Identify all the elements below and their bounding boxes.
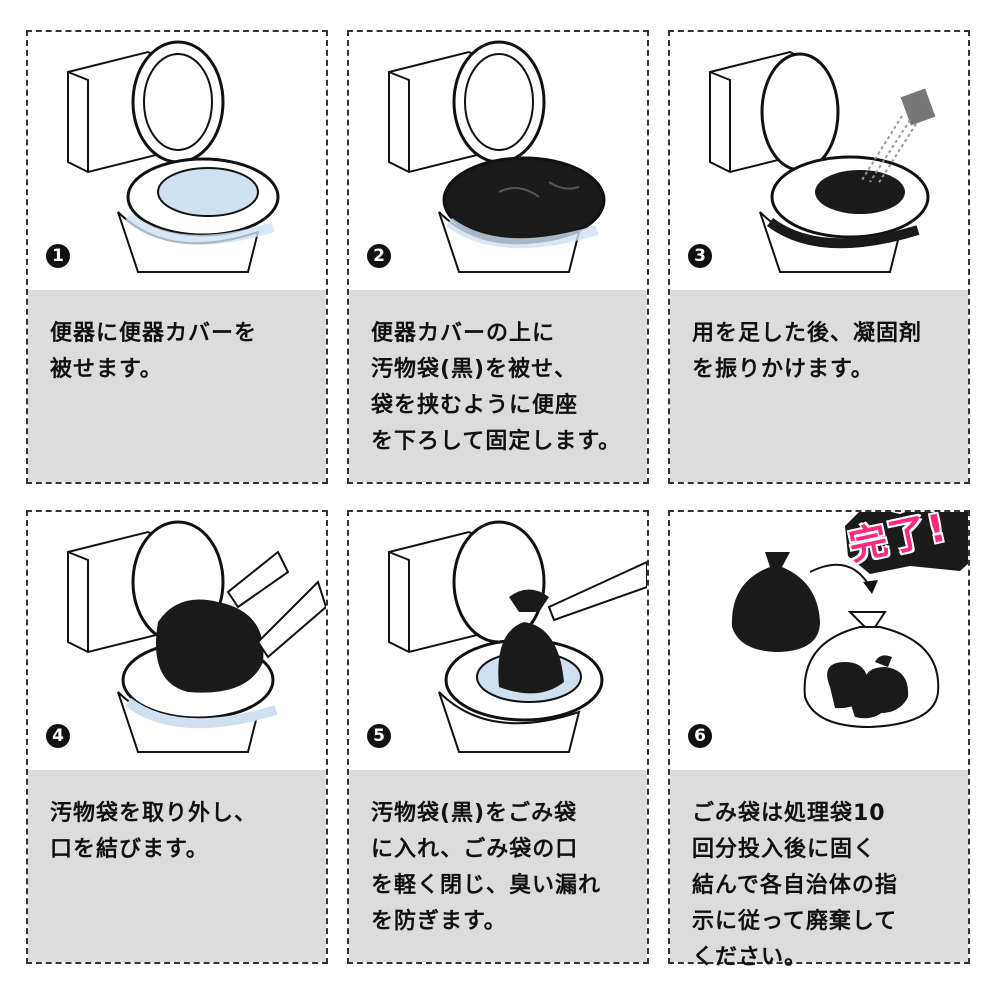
step-text-1: 便器に便器カバーを 被せます。 (50, 321, 258, 382)
toilet-icon (388, 520, 647, 753)
step-number-2: 2 (367, 244, 391, 268)
step-number-4: 4 (46, 724, 70, 748)
black-bag-illustration: 2 (349, 32, 647, 290)
toilet-cover-illustration: 1 (28, 32, 326, 290)
step-number-5: 5 (367, 724, 391, 748)
step-number-3: 3 (688, 244, 712, 268)
completion-badge: 完了! (840, 512, 968, 576)
disposal-illustration: 完了! 6 (670, 512, 968, 770)
toilet-icon (67, 40, 280, 273)
step-text-box-4: 汚物袋を取り外し、 口を結びます。 (28, 770, 326, 962)
black-bag-icon (498, 622, 564, 694)
hands-icon (547, 560, 647, 622)
toilet-icon (67, 520, 326, 753)
step-text-3: 用を足した後、凝固剤 を振りかけます。 (692, 321, 923, 382)
step-text-5: 汚物袋(黒)をごみ袋 に入れ、ごみ袋の口 を軽く閉じ、臭い漏れ を防ぎます。 (371, 801, 602, 934)
step-text-box-2: 便器カバーの上に 汚物袋(黒)を被せ、 袋を挟むように便座 を下ろして固定します… (349, 290, 647, 482)
step-text-box-1: 便器に便器カバーを 被せます。 (28, 290, 326, 482)
coagulant-illustration: 3 (670, 32, 968, 290)
step-panel-4: 4 汚物袋を取り外し、 口を結びます。 (26, 510, 328, 964)
step-text-box-3: 用を足した後、凝固剤 を振りかけます。 (670, 290, 968, 482)
remove-bag-illustration: 4 (28, 512, 326, 770)
step-panel-2: 2 便器カバーの上に 汚物袋(黒)を被せ、 袋を挟むように便座 を下ろして固定し… (347, 30, 649, 484)
step-text-4: 汚物袋を取り外し、 口を結びます。 (50, 801, 258, 862)
step-text-6: ごみ袋は処理袋10 回分投入後に固く 結んで各自治体の指 示に従って廃棄して く… (692, 801, 898, 970)
step-text-box-6: ごみ袋は処理袋10 回分投入後に固く 結んで各自治体の指 示に従って廃棄して く… (670, 770, 968, 970)
step-panel-1: 1 便器に便器カバーを 被せます。 (26, 30, 328, 484)
black-bag-icon (731, 567, 820, 652)
step-text-2: 便器カバーの上に 汚物袋(黒)を被せ、 袋を挟むように便座 を下ろして固定します… (371, 321, 622, 454)
step-number-6: 6 (688, 724, 712, 748)
coagulant-packet-icon (900, 88, 936, 126)
black-bag-icon (156, 599, 264, 693)
step-panel-6: 完了! 6 ごみ袋は処理袋10 回分投入後に固く 結んで各自治体の指 示に従って… (668, 510, 970, 970)
into-garbage-bag-illustration: 5 (349, 512, 647, 770)
step-number-1: 1 (46, 244, 70, 268)
toilet-icon (388, 40, 606, 273)
step-text-box-5: 汚物袋(黒)をごみ袋 に入れ、ごみ袋の口 を軽く閉じ、臭い漏れ を防ぎます。 (349, 770, 647, 962)
step-panel-3: 3 用を足した後、凝固剤 を振りかけます。 (668, 30, 970, 484)
hands-icon (226, 550, 290, 609)
toilet-icon (709, 50, 936, 273)
step-panel-5: 5 汚物袋(黒)をごみ袋 に入れ、ごみ袋の口 を軽く閉じ、臭い漏れ を防ぎます。 (347, 510, 649, 964)
